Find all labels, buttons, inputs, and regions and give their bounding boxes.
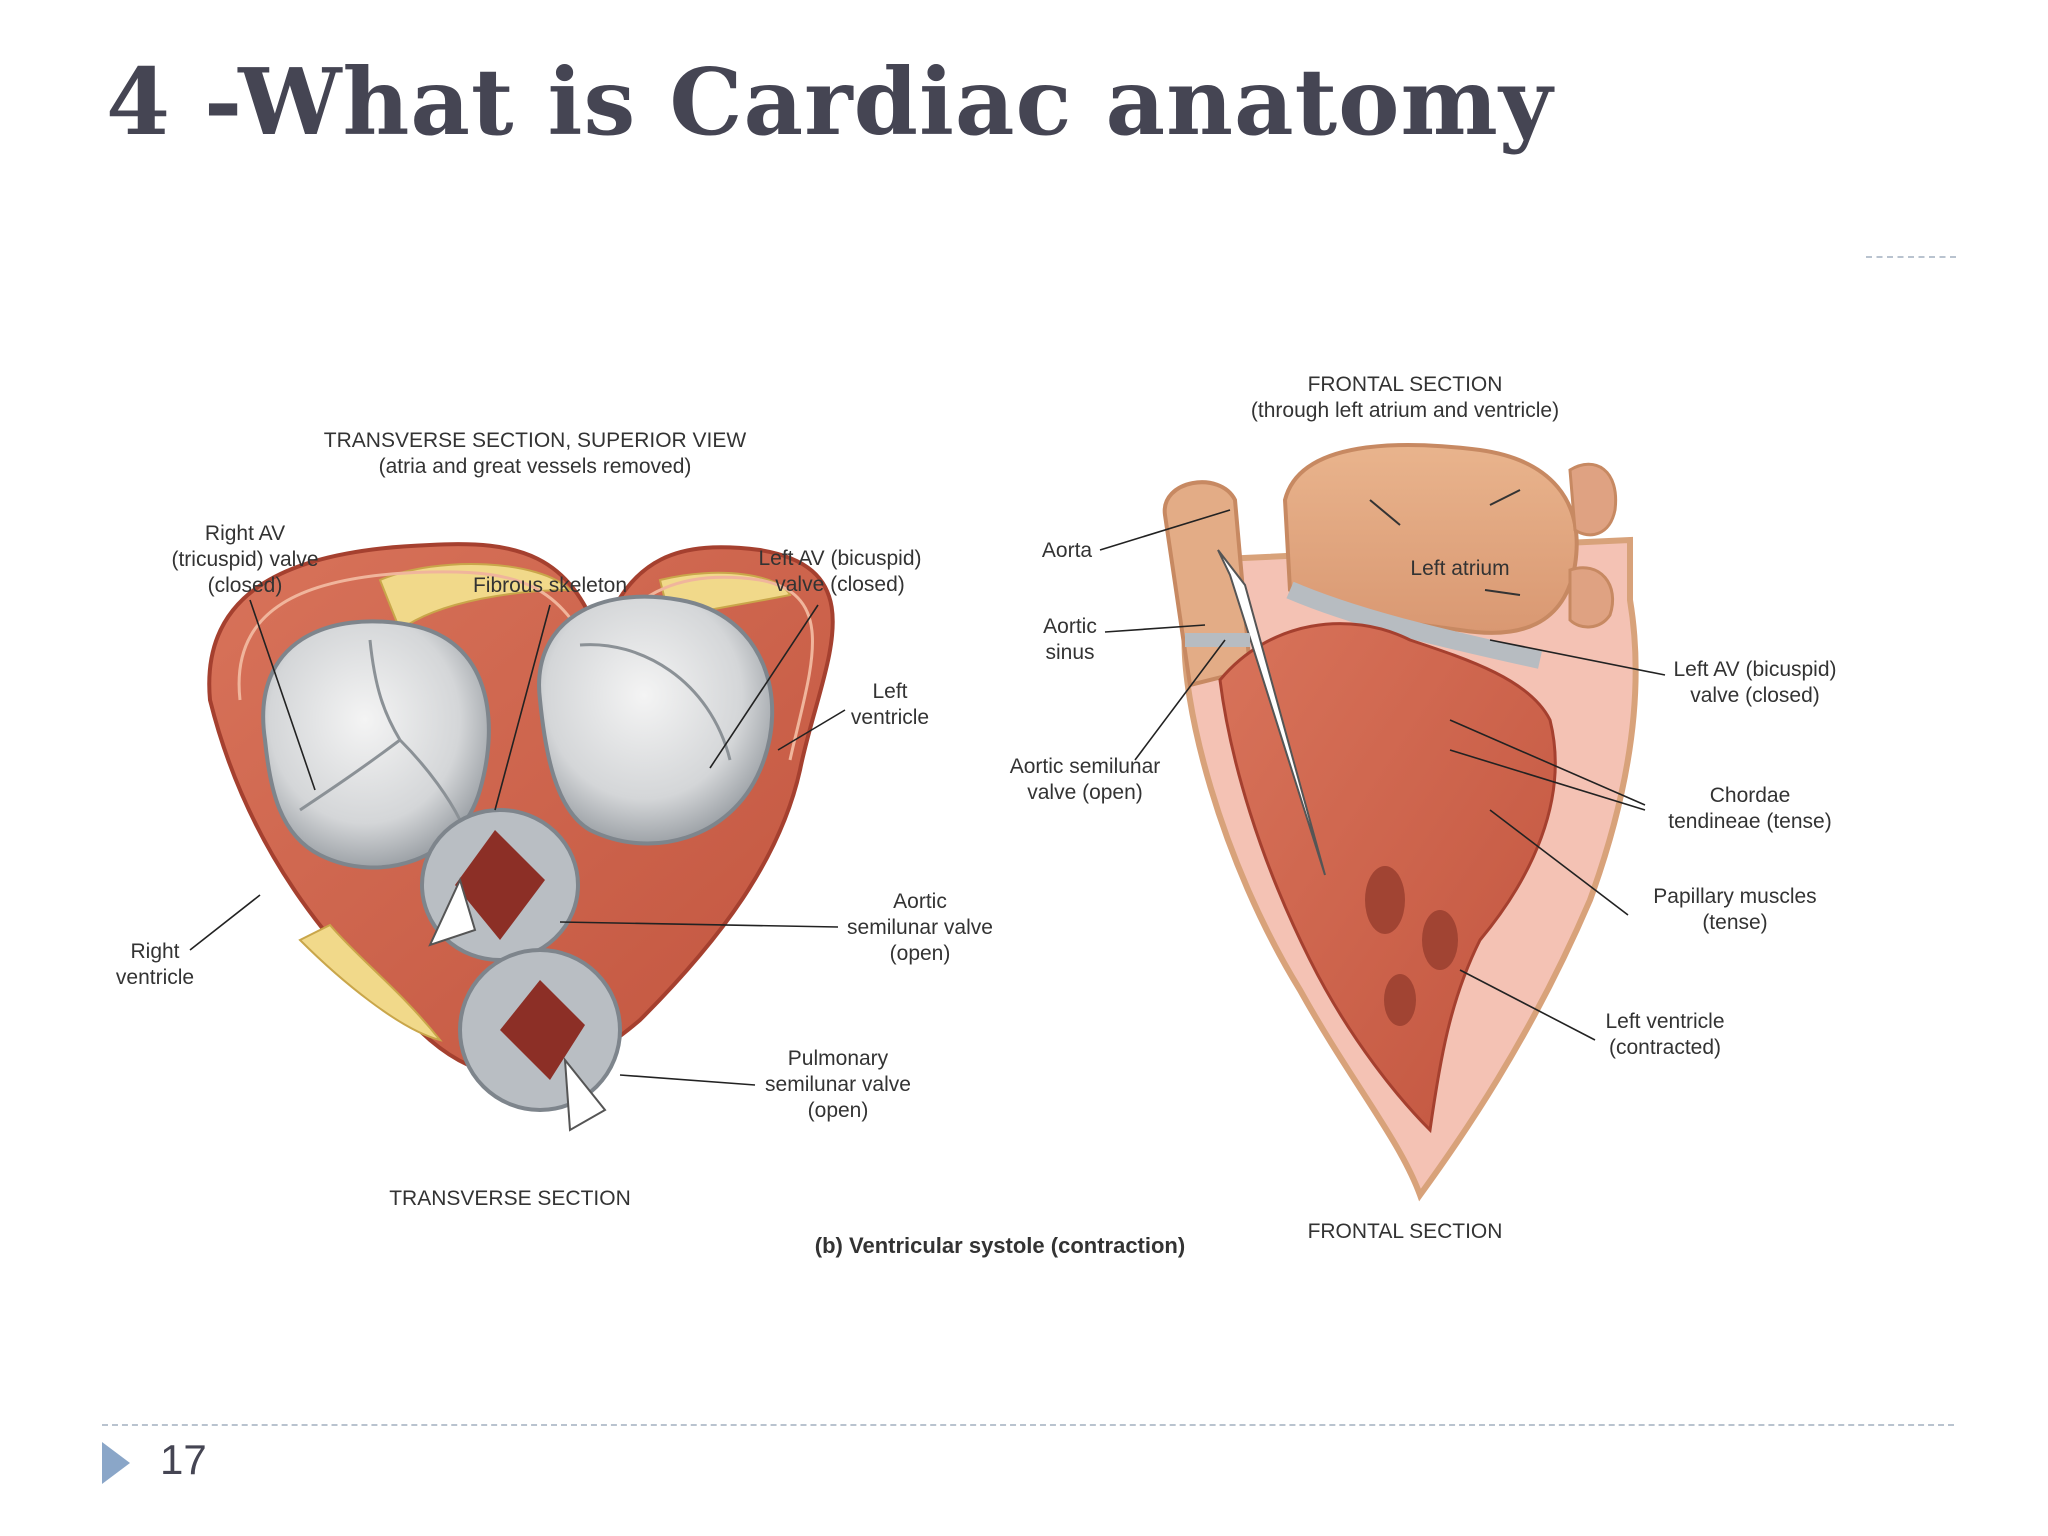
cavity-2: [1422, 910, 1458, 970]
leader-aortic-sinus: [1104, 624, 1206, 633]
frontal-section: FRONTAL SECTION (through left atrium and…: [1010, 373, 1837, 1243]
label-pulmonary-valve-3: (open): [808, 1099, 869, 1122]
label-right-av-1: Right AV: [205, 522, 285, 545]
label-chordae-1: Chordae: [1710, 784, 1791, 807]
cardiac-anatomy-figure: TRANSVERSE SECTION, SUPERIOR VIEW (atria…: [116, 373, 1837, 1258]
leader-papillary: [1489, 809, 1629, 916]
label-pulmonary-valve-1: Pulmonary: [788, 1047, 889, 1070]
leader-aortic-semilunar: [1134, 639, 1226, 761]
atrium-arrow-1: [1369, 499, 1401, 526]
bottom-divider: [102, 1424, 1954, 1426]
label-aortic-semilunar-2: valve (open): [1027, 781, 1143, 804]
pulmonary-semilunar-valve: [458, 948, 622, 1132]
label-aortic-semilunar-1: Aortic semilunar: [1010, 755, 1161, 778]
label-papillary-2: (tense): [1702, 911, 1767, 934]
label-lv-contracted-2: (contracted): [1609, 1036, 1721, 1059]
leader-left-ventricle: [777, 709, 846, 751]
leader-left-av: [709, 604, 819, 769]
label-papillary-1: Papillary muscles: [1653, 885, 1816, 908]
label-left-av-2: valve (closed): [775, 573, 905, 596]
label-aortic-sinus-2: sinus: [1045, 641, 1094, 664]
label-aortic-valve-3: (open): [890, 942, 951, 965]
leader-fibrous-skeleton: [494, 604, 551, 811]
slide-number: 17: [160, 1436, 207, 1483]
top-divider: [1866, 256, 1956, 258]
slide-title: 4 -What is Cardiac anatomy: [106, 48, 1554, 156]
label-left-ventricle-1: Left: [872, 680, 907, 703]
label-aortic-valve-2: semilunar valve: [847, 916, 993, 939]
bicuspid-valve-band: [1286, 581, 1542, 669]
label-right-av-3: (closed): [208, 574, 283, 597]
transverse-section: TRANSVERSE SECTION, SUPERIOR VIEW (atria…: [116, 429, 993, 1210]
figure-caption: (b) Ventricular systole (contraction): [815, 1233, 1185, 1258]
aortic-semilunar-valve: [420, 808, 580, 962]
label-aortic-valve-1: Aortic: [893, 890, 947, 913]
pulmonary-vein-upper: [1568, 462, 1618, 537]
label-right-ventricle-2: ventricle: [116, 966, 194, 989]
transverse-footer: TRANSVERSE SECTION: [389, 1187, 631, 1210]
atrium-arrow-3: [1484, 589, 1521, 596]
leader-chordae-2: [1449, 749, 1646, 811]
transverse-heading: TRANSVERSE SECTION, SUPERIOR VIEW: [324, 429, 747, 452]
pulmonary-vein-lower: [1568, 566, 1615, 629]
leader-right-av: [249, 599, 316, 791]
leader-lv-contracted: [1459, 969, 1596, 1041]
bicuspid-valve: [537, 594, 775, 846]
label-chordae-2: tendineae (tense): [1668, 810, 1831, 833]
leader-aorta: [1099, 509, 1231, 551]
label-right-ventricle-1: Right: [130, 940, 179, 963]
leader-chordae-1: [1449, 719, 1646, 806]
label-left-av-1: Left AV (bicuspid): [758, 547, 921, 570]
slide-triangle-icon: [102, 1442, 130, 1484]
label-aorta: Aorta: [1042, 539, 1093, 562]
blood-flow-arrow: [1217, 549, 1326, 876]
atrium-arrow-2: [1489, 489, 1521, 506]
label-fibrous-skeleton: Fibrous skeleton: [473, 574, 627, 597]
frontal-footer: FRONTAL SECTION: [1308, 1220, 1503, 1243]
transverse-subheading: (atria and great vessels removed): [379, 455, 692, 478]
label-right-av-2: (tricuspid) valve: [171, 548, 318, 571]
cavity-3: [1384, 974, 1416, 1026]
cavity-1: [1365, 866, 1405, 934]
label-left-ventricle-2: ventricle: [851, 706, 929, 729]
leader-frontal-left-av: [1489, 639, 1666, 676]
tricuspid-valve: [261, 619, 491, 870]
label-frontal-left-av-1: Left AV (bicuspid): [1673, 658, 1836, 681]
label-aortic-sinus-1: Aortic: [1043, 615, 1097, 638]
leader-aortic-valve: [559, 921, 839, 928]
coronary-fat-bottom: [298, 923, 443, 1042]
leader-pulmonary-valve: [619, 1074, 756, 1086]
coronary-fat-top: [378, 563, 573, 632]
leader-right-ventricle: [189, 894, 261, 951]
label-left-atrium: Left atrium: [1410, 557, 1509, 580]
label-pulmonary-valve-2: semilunar valve: [765, 1073, 911, 1096]
frontal-subheading: (through left atrium and ventricle): [1251, 399, 1559, 422]
frontal-heading: FRONTAL SECTION: [1308, 373, 1503, 396]
label-frontal-left-av-2: valve (closed): [1690, 684, 1820, 707]
label-lv-contracted-1: Left ventricle: [1605, 1010, 1724, 1033]
